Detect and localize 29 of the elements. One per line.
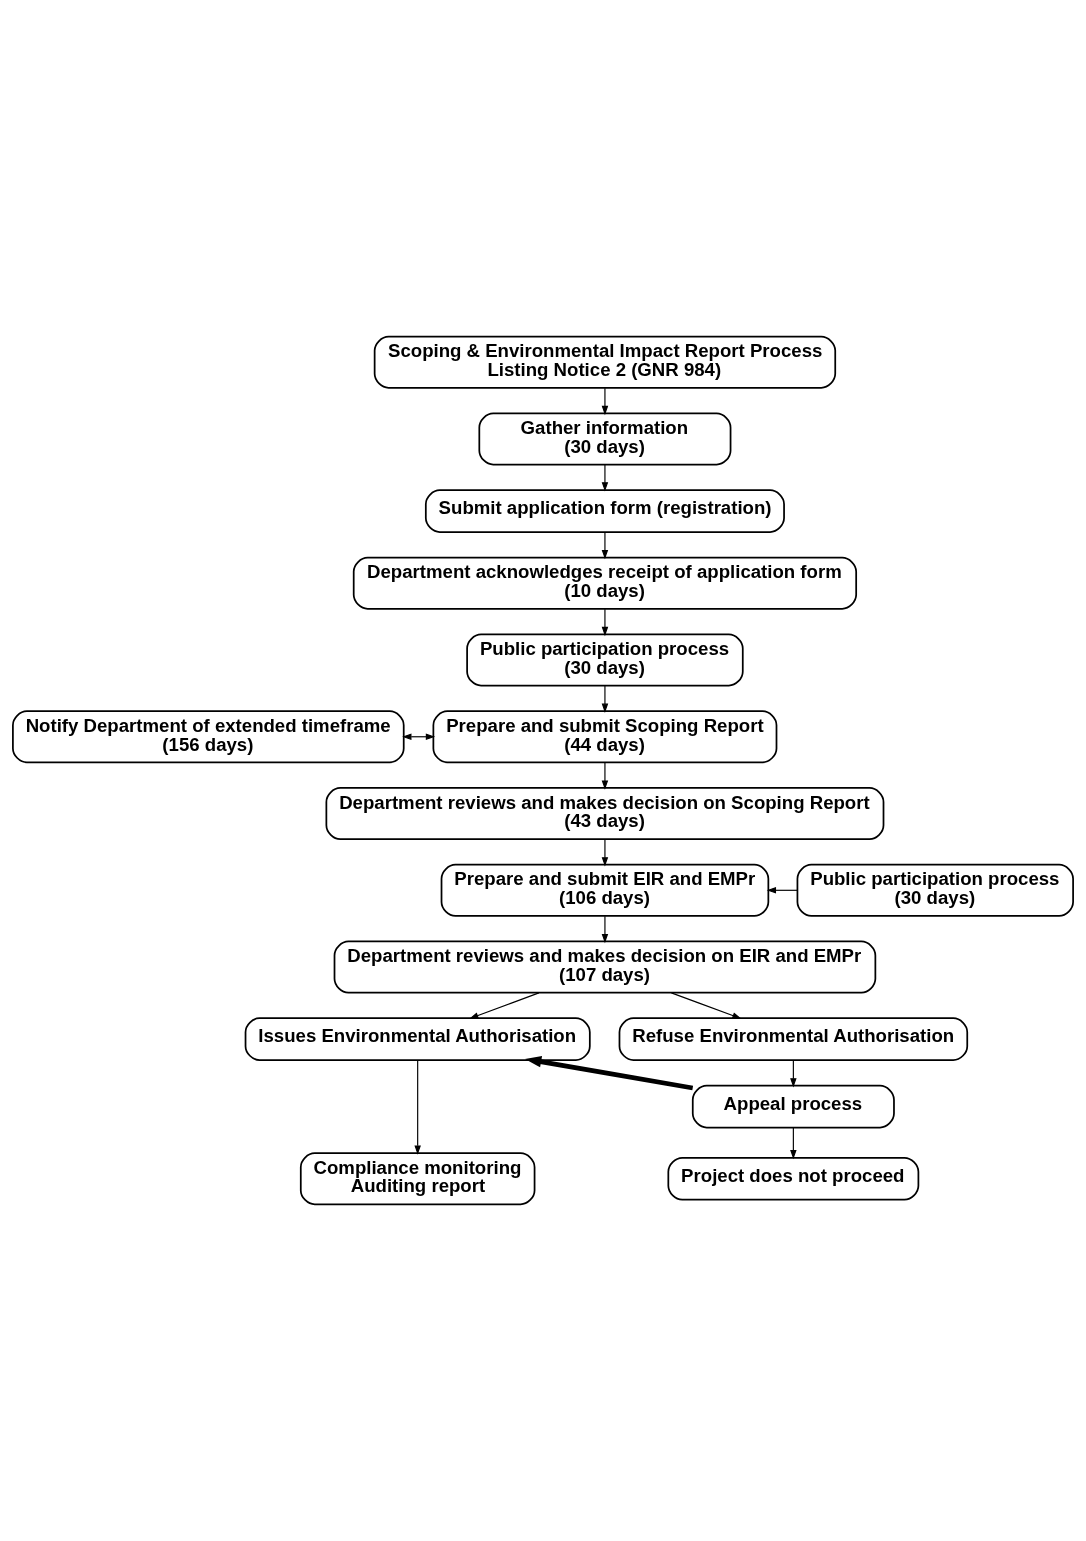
arrow [766,887,798,894]
node-box: Department reviews and makes decision on EIR and EMPr (107 days) [333,940,877,994]
arrow [601,608,609,637]
arrow [414,1059,421,1155]
arrow [525,1056,694,1091]
arrow [601,915,609,944]
node-box: Department reviews and makes decision on Scoping Report (43 days) [325,787,885,840]
node-box: Scoping & Environmental Impact Report Process Listing Notice 2 (GNR 984) [373,335,837,389]
node-box: Appeal process [691,1084,895,1129]
node-box: Compliance monitoring Auditing report [299,1152,536,1206]
node-box: Gather information (30 days) [478,412,732,466]
node-box: Public participation process (30 days) [796,863,1074,917]
node-box: Public participation process (30 days) [466,633,744,687]
arrow [601,531,609,560]
arrow [790,1127,797,1160]
arrow [790,1059,797,1088]
arrow [601,387,609,416]
arrow [601,464,609,492]
arrow [601,838,609,867]
node-box: Submit application form (registration) [424,489,785,533]
node-box: Issues Environmental Authorisation [244,1017,591,1061]
node-box: Prepare and submit Scoping Report (44 days) [432,710,778,764]
node-box: Prepare and submit EIR and EMPr (106 days) [440,863,770,917]
node-box: Refuse Environmental Authorisation [618,1017,969,1061]
node-box: Notify Department of extended timeframe (156 days) [12,710,405,764]
node-box: Project does not proceed [667,1156,920,1201]
arrow [601,762,609,790]
node-box: Department acknowledges receipt of application form (10 days) [352,556,858,610]
arrow [601,685,609,713]
